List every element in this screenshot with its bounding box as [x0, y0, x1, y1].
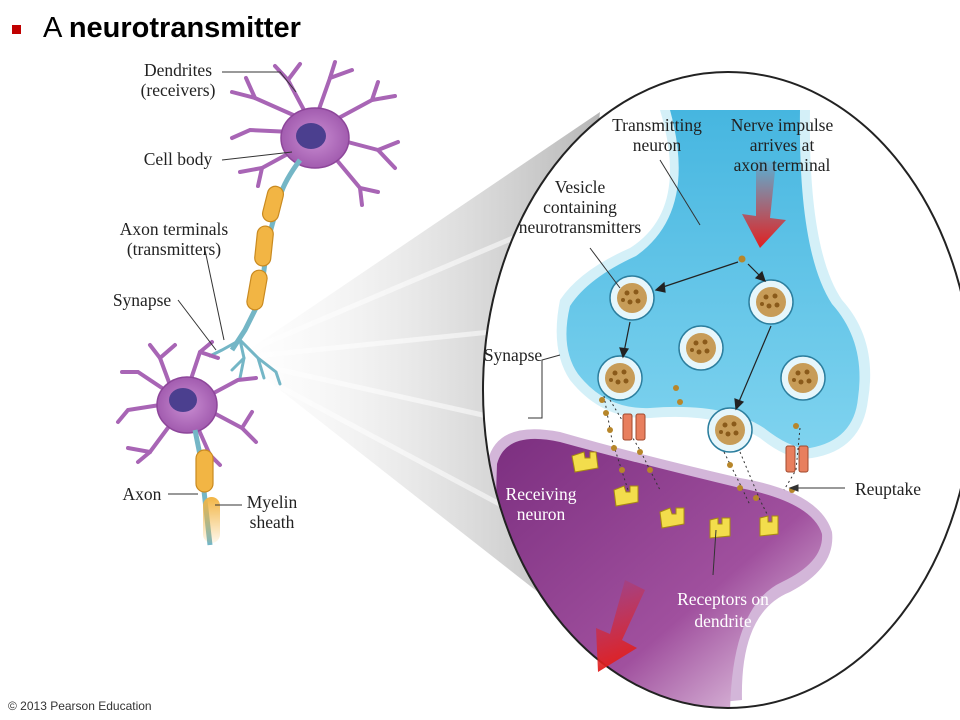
- receptor: [659, 507, 685, 529]
- slide-title: A neurotransmitter: [12, 6, 301, 50]
- impulse-dot: [738, 255, 746, 263]
- neurotransmitter-paths: [603, 395, 801, 517]
- vesicle: [597, 355, 643, 401]
- inset-leader-lines: [528, 159, 845, 576]
- lower-neuron: [116, 340, 258, 546]
- title-prefix: A: [43, 11, 61, 44]
- title-text: A neurotransmitter: [43, 12, 301, 45]
- lower-dendrites: [116, 340, 258, 467]
- receptor: [709, 517, 731, 539]
- vesicle: [748, 279, 794, 325]
- reuptake-channels: [622, 413, 809, 473]
- receptor: [759, 515, 779, 537]
- left-labels: Dendrites(receivers) Cell body Axon term…: [113, 60, 298, 532]
- copyright-notice: © 2013 Pearson Education: [8, 699, 152, 713]
- reuptake-channel: [622, 413, 646, 441]
- lower-myelin-1: [195, 449, 214, 493]
- title-bold: neurotransmitter: [68, 11, 301, 44]
- bullet-icon: [12, 24, 21, 34]
- upper-neuron: [208, 60, 400, 386]
- label-dendrites: Dendrites(receivers): [141, 60, 216, 100]
- lower-myelin-2: [203, 497, 220, 543]
- inset-border: [482, 71, 960, 709]
- beam-streaks: [243, 232, 522, 518]
- upper-myelin: [246, 185, 285, 311]
- neurotransmitter-dots: [599, 385, 799, 501]
- label-axon: Axon: [123, 484, 162, 504]
- receptor: [571, 451, 599, 473]
- lower-nucleus: [169, 388, 197, 412]
- label-cell-body: Cell body: [144, 149, 213, 169]
- vesicles: [597, 275, 826, 453]
- left-leader-lines: [168, 71, 297, 506]
- reuptake-channel: [785, 445, 809, 473]
- vesicle: [678, 325, 724, 371]
- receptors: [571, 451, 779, 539]
- vesicle: [707, 407, 753, 453]
- vesicle: [609, 275, 655, 321]
- receptor: [613, 485, 639, 507]
- nerve-impulse-arrow: [742, 160, 786, 248]
- vesicle-arrows: [619, 261, 772, 411]
- label-axon-terminals: Axon terminals(transmitters): [120, 219, 229, 259]
- vesicle: [780, 355, 826, 401]
- upper-dendrites: [230, 60, 400, 207]
- label-synapse-left: Synapse: [113, 290, 172, 310]
- axon-terminal-branches: [208, 338, 282, 386]
- label-reuptake: Reuptake: [855, 479, 921, 499]
- outgoing-impulse-arrow: [596, 580, 645, 672]
- upper-nucleus: [296, 123, 326, 149]
- label-synapse-inset: Synapse: [484, 345, 543, 365]
